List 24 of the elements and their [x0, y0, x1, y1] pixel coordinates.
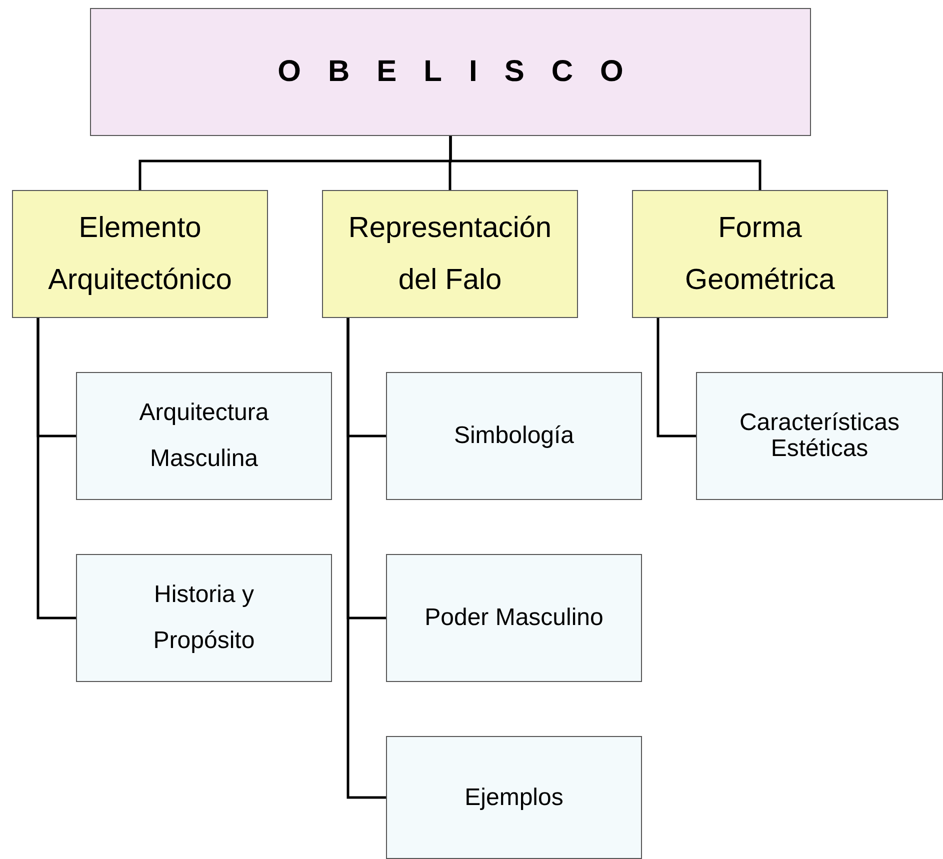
title-box	[90, 8, 811, 136]
box-label: Arquitectura Masculina	[138, 398, 270, 474]
box-label: Simbología	[454, 421, 574, 452]
connector-line	[656, 318, 696, 438]
connector-line	[449, 136, 762, 190]
category-box	[322, 190, 578, 318]
connector-line	[36, 318, 76, 620]
category-box	[12, 190, 268, 318]
box-label: Poder Masculino	[424, 603, 604, 634]
box-label: Historia y Propósito	[152, 580, 256, 656]
box-label: Representación del Falo	[347, 210, 553, 298]
box-label: Características Estéticas	[738, 410, 901, 462]
box-label: Elemento Arquitectónico	[47, 210, 233, 298]
category-box	[632, 190, 888, 318]
box-label: Forma Geométrica	[684, 210, 836, 298]
topic-box	[76, 372, 332, 500]
box-label: Ejemplos	[464, 782, 564, 813]
topic-box	[76, 554, 332, 682]
topic-box	[696, 372, 943, 500]
box-label: OBELISCO	[278, 55, 650, 89]
topic-box	[386, 736, 642, 859]
topic-box	[386, 372, 642, 500]
topic-box	[386, 554, 642, 682]
connector-line	[346, 318, 386, 799]
